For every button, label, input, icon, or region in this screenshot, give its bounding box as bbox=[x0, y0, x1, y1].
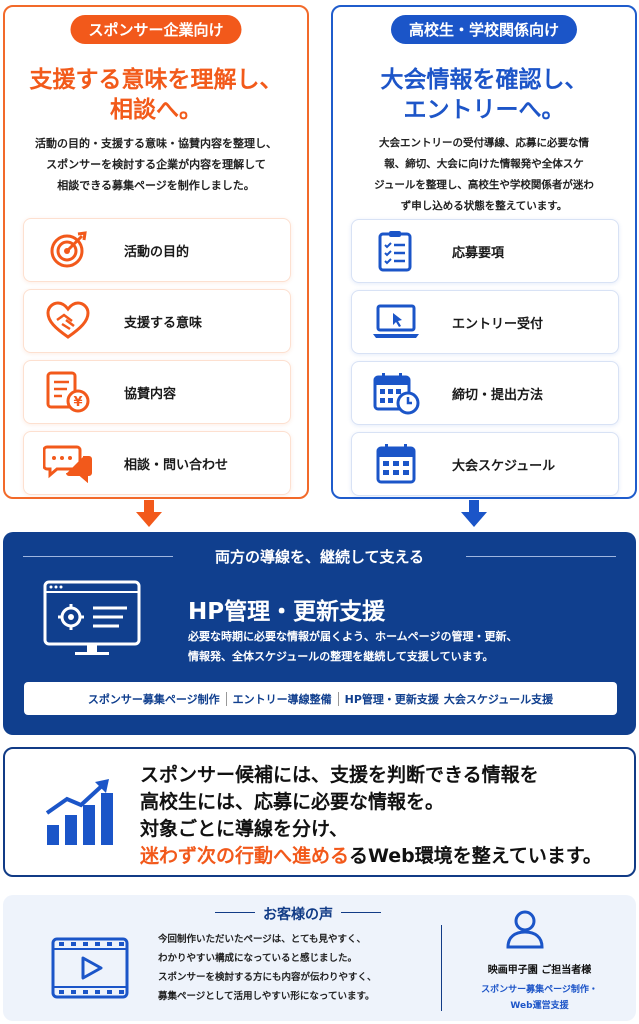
tag-separator bbox=[337, 691, 339, 706]
support-tag: スポンサー募集ページ制作 bbox=[87, 692, 220, 706]
strategy-line4-rest: るWeb環境を整えています。 bbox=[349, 845, 602, 867]
svg-text:¥: ¥ bbox=[73, 395, 82, 410]
student-headline-line2: エントリーへ。 bbox=[403, 97, 565, 123]
student-item-label: 締切・提出方法 bbox=[452, 387, 544, 403]
tag-separator bbox=[225, 691, 227, 706]
sponsor-item-contact: 相談・問い合わせ bbox=[23, 431, 291, 495]
sponsor-description: 活動の目的・支援する意味・協賛内容を整理し、 スポンサーを検討する企業が内容を理… bbox=[15, 133, 297, 196]
sponsor-item-purpose: 活動の目的 bbox=[23, 218, 291, 282]
heart-handshake-icon bbox=[38, 296, 98, 346]
sponsor-panel: スポンサー企業向け 支援する意味を理解し、 相談へ。 活動の目的・支援する意味・… bbox=[3, 5, 309, 499]
voice-divider bbox=[441, 925, 442, 1011]
strategy-line1: スポンサー候補には、支援を判断できる情報を bbox=[140, 764, 539, 786]
voice-title-rule-right bbox=[341, 912, 381, 913]
yen-document-icon: ¥ bbox=[38, 367, 98, 417]
voice-line3: スポンサーを検討する方にも内容が伝わりやすく、 bbox=[158, 972, 377, 983]
sponsor-headline: 支援する意味を理解し、 相談へ。 bbox=[5, 65, 307, 125]
support-tag: HP管理・更新支援 bbox=[344, 692, 439, 706]
student-item-requirements: 応募要項 bbox=[351, 219, 619, 283]
support-body-line1: 必要な時期に必要な情報が届くよう、ホームページの管理・更新、 bbox=[188, 630, 518, 643]
sponsor-item-label: 支援する意味 bbox=[124, 315, 203, 331]
support-title-rule-left bbox=[23, 556, 173, 557]
voice-title: お客様の声 bbox=[263, 907, 333, 923]
client-work: スポンサー募集ページ制作・ Web運営支援 bbox=[443, 982, 636, 1014]
sponsor-item-content: ¥ 協賛内容 bbox=[23, 360, 291, 424]
sponsor-item-label: 相談・問い合わせ bbox=[124, 457, 229, 473]
strategy-line4: 迷わず次の行動へ進めるるWeb環境を整えています。 bbox=[140, 843, 602, 870]
sponsor-desc-line3: 相談できる募集ページを制作しました。 bbox=[57, 179, 255, 192]
student-desc-line3: ジュールを整理し、高校生や学校関係者が迷わ bbox=[374, 179, 594, 191]
student-item-list: 応募要項 エントリー受付 締切・提出方法 大会スケジュール bbox=[351, 219, 619, 503]
growth-chart-icon bbox=[45, 779, 113, 845]
student-desc-line2: 報、締切、大会に向けた情報発や全体スケ bbox=[384, 158, 584, 170]
client-work-line2: Web運営支援 bbox=[510, 1001, 569, 1011]
voice-line1: 今回制作いただいたページは、とても見やすく、 bbox=[158, 934, 367, 945]
blue-down-arrow-icon bbox=[461, 500, 487, 527]
orange-down-arrow-icon bbox=[136, 500, 162, 527]
sponsor-pill: スポンサー企業向け bbox=[70, 15, 242, 44]
strategy-text: スポンサー候補には、支援を判断できる情報を 高校生には、応募に必要な情報を。 対… bbox=[140, 762, 602, 870]
support-heading: HP管理・更新支援 bbox=[188, 599, 386, 625]
support-tag: エントリー導線整備 bbox=[232, 692, 332, 706]
sponsor-desc-line1: 活動の目的・支援する意味・協賛内容を整理し、 bbox=[35, 137, 277, 150]
student-headline: 大会情報を確認し、 エントリーへ。 bbox=[333, 65, 635, 125]
student-panel: 高校生・学校関係向け 大会情報を確認し、 エントリーへ。 大会エントリーの受付導… bbox=[331, 5, 637, 499]
student-item-entry: エントリー受付 bbox=[351, 290, 619, 354]
client-work-line1: スポンサー募集ページ制作・ bbox=[481, 985, 598, 995]
voice-body: 今回制作いただいたページは、とても見やすく、 わかりやすい構成になっていると感じ… bbox=[158, 930, 377, 1006]
student-item-schedule: 大会スケジュール bbox=[351, 432, 619, 496]
student-desc-line4: ず申し込める状態を整えています。 bbox=[400, 200, 568, 212]
sponsor-item-label: 活動の目的 bbox=[124, 244, 190, 260]
voice-title-rule-left bbox=[215, 912, 255, 913]
support-title-rule-right bbox=[466, 556, 616, 557]
student-desc-line1: 大会エントリーの受付導線、応募に必要な情 bbox=[379, 137, 589, 149]
student-pill: 高校生・学校関係向け bbox=[390, 15, 578, 44]
support-body: 必要な時期に必要な情報が届くよう、ホームページの管理・更新、 情報発、全体スケジ… bbox=[188, 627, 628, 667]
calendar-icon bbox=[366, 439, 426, 489]
sponsor-item-list: 活動の目的 支援する意味 ¥ 協賛内容 相談・問い合わせ bbox=[23, 218, 291, 502]
student-description: 大会エントリーの受付導線、応募に必要な情 報、締切、大会に向けた情報発や全体スケ… bbox=[343, 133, 625, 217]
support-title: 両方の導線を、継続して支える bbox=[214, 548, 425, 566]
monitor-gear-icon bbox=[43, 580, 141, 655]
student-item-label: 応募要項 bbox=[452, 245, 505, 261]
support-tag: 大会スケジュール支援 bbox=[443, 692, 554, 706]
voice-line4: 募集ページとして活用しやすい形になっています。 bbox=[158, 991, 375, 1002]
strategy-box: スポンサー候補には、支援を判断できる情報を 高校生には、応募に必要な情報を。 対… bbox=[3, 747, 636, 877]
support-body-line2: 情報発、全体スケジュールの整理を継続して支援しています。 bbox=[188, 650, 494, 663]
sponsor-desc-line2: スポンサーを検討する企業が内容を理解して bbox=[46, 158, 266, 171]
support-tags: スポンサー募集ページ制作 エントリー導線整備 HP管理・更新支援 大会スケジュー… bbox=[24, 682, 617, 715]
client-name: 映画甲子園 ご担当者様 bbox=[487, 965, 592, 976]
student-item-label: エントリー受付 bbox=[452, 316, 544, 332]
customer-voice-section: お客様の声 今回制作いただいたページは、とても見やすく、 わかりやすい構成になっ… bbox=[3, 895, 636, 1021]
laptop-cursor-icon bbox=[366, 297, 426, 347]
sponsor-headline-line1: 支援する意味を理解し、 bbox=[29, 67, 283, 93]
strategy-line3: 対象ごとに導線を分け、 bbox=[140, 818, 349, 840]
student-item-deadline: 締切・提出方法 bbox=[351, 361, 619, 425]
calendar-clock-icon bbox=[366, 368, 426, 418]
strategy-highlight: 迷わず次の行動へ進める bbox=[140, 845, 350, 867]
target-icon bbox=[38, 225, 98, 275]
support-section: 両方の導線を、継続して支える HP管理・更新支援 必要な時期に必要な情報が届くよ… bbox=[3, 532, 636, 735]
student-headline-line1: 大会情報を確認し、 bbox=[380, 67, 588, 93]
person-icon bbox=[506, 910, 544, 949]
student-item-label: 大会スケジュール bbox=[452, 458, 556, 474]
strategy-line2: 高校生には、応募に必要な情報を。 bbox=[140, 791, 445, 813]
checklist-icon bbox=[366, 226, 426, 276]
chat-bubbles-icon bbox=[38, 438, 98, 488]
sponsor-item-label: 協賛内容 bbox=[124, 386, 177, 402]
sponsor-item-meaning: 支援する意味 bbox=[23, 289, 291, 353]
video-player-icon bbox=[51, 937, 129, 999]
sponsor-headline-line2: 相談へ。 bbox=[110, 97, 202, 123]
voice-line2: わかりやすい構成になっていると感じました。 bbox=[158, 953, 358, 964]
